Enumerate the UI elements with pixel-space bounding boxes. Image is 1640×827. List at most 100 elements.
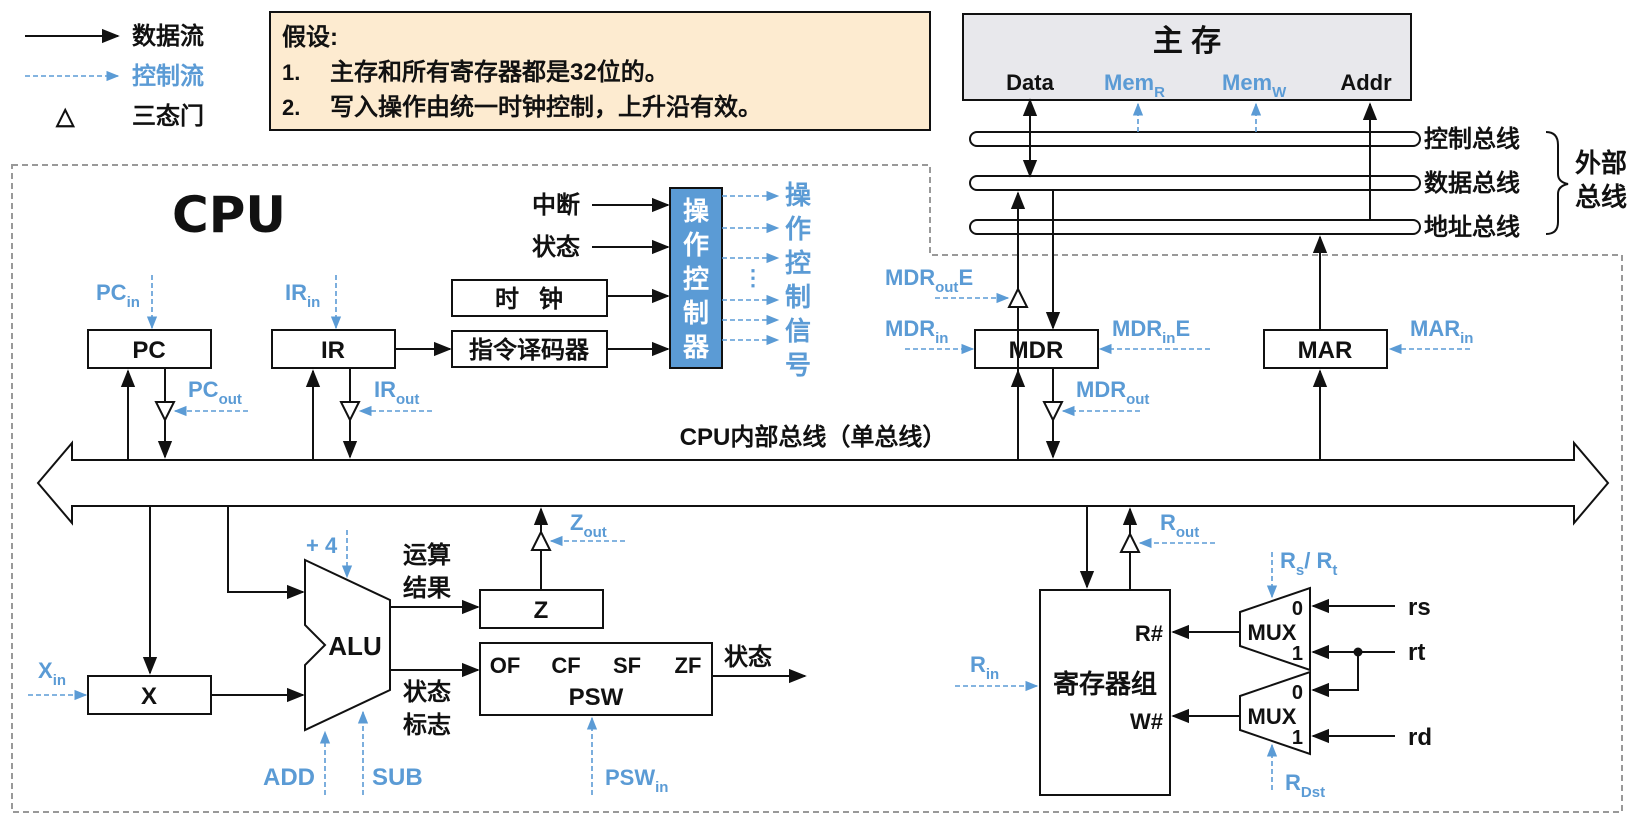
bus-to-alu [227, 506, 305, 600]
status-flag-label-2: 标志 [403, 712, 451, 739]
legend-control-flow: 控制流 [132, 62, 204, 90]
alu-group: X Xin ALU + 4 ADD SUB 运算 结果 状态 标志 [28, 506, 480, 795]
mdrine-signal: MDRinE [1112, 316, 1190, 347]
alu-label: ALU [328, 631, 381, 661]
mux-write-label: MUX [1248, 704, 1297, 729]
mar-label: MAR [1298, 337, 1353, 364]
register-file-group: 寄存器组 R# W# Rout Rin [955, 506, 1215, 796]
controller-char-1: 操 [683, 196, 710, 226]
ir-tristate [339, 401, 361, 423]
psw-label: PSW [569, 684, 624, 711]
irout-signal: IRout [374, 377, 419, 408]
alu-result-label-2: 结果 [403, 575, 451, 602]
rout-signal: Rout [1160, 510, 1199, 541]
z-register [479, 589, 604, 629]
signal-char-4: 制 [785, 282, 811, 312]
external-buses: 控制总线 数据总线 地址总线 外部 总线 [969, 125, 1627, 241]
mux-read-label: MUX [1248, 620, 1297, 645]
pc-label: PC [132, 337, 165, 364]
assumption-box: 假设: 1. 主存和所有寄存器都是32位的。 2. 写入操作由统一时钟控制，上升… [269, 11, 931, 131]
mar-register-group: MAR MARin [1263, 235, 1473, 460]
flag-zf: ZF [675, 653, 702, 678]
memory-data-port: Data [1006, 70, 1054, 95]
legend-tristate: 三态门 [132, 102, 204, 130]
pcin-signal: PCin [96, 280, 140, 311]
sub-signal: SUB [372, 764, 423, 791]
assumption-text-2: 写入操作由统一时钟控制，上升沿有效。 [330, 93, 762, 121]
cpu-title: CPU [172, 186, 286, 244]
zout-signal: Zout [570, 510, 607, 541]
wnum-label: W# [1130, 709, 1163, 734]
register-file [1039, 589, 1171, 796]
mux-write [1239, 670, 1311, 756]
rsrt-signal: Rs/ Rt [1280, 548, 1337, 579]
signal-char-1: 操 [785, 180, 812, 210]
control-unit: 中断 状态 时 钟 指令译码器 操 作 控 制 器 ⋮ 操 作 控 制 信 [451, 180, 812, 380]
address-bus-label: 地址总线 [1424, 213, 1520, 241]
mdr-register [974, 329, 1099, 369]
cpu-boundary [11, 164, 1623, 813]
flag-sf: SF [613, 653, 641, 678]
legend: 数据流 控制流 △ 三态门 [25, 23, 204, 130]
main-memory: 主 存 Data MemR MemW Addr [962, 13, 1412, 101]
alu-unit [304, 558, 391, 732]
register-file-label: 寄存器组 [1053, 669, 1157, 699]
status-in-label: 状态 [532, 233, 580, 261]
marin-signal: MARin [1410, 316, 1473, 347]
mdrin-signal: MDRin [885, 316, 948, 347]
pc-tristate [154, 401, 176, 423]
assumption-num-2: 2. [282, 95, 300, 120]
rd-label: rd [1408, 724, 1432, 751]
mux-write-0: 0 [1292, 682, 1303, 704]
rnum-label: R# [1135, 621, 1163, 646]
external-bus-label-1: 外部 [1575, 148, 1627, 178]
add-signal: ADD [263, 764, 315, 791]
status-out-label: 状态 [724, 643, 772, 671]
decoder-label: 指令译码器 [469, 336, 590, 364]
tristate-icon: △ [55, 103, 76, 130]
signal-char-3: 控 [785, 248, 811, 278]
z-register-group: Z Zout [479, 507, 625, 629]
rs-label: rs [1408, 594, 1431, 621]
assumption-title: 假设: [282, 24, 338, 51]
mar-register [1263, 329, 1388, 369]
signal-char-6: 号 [785, 350, 811, 380]
signal-char-2: 作 [785, 214, 811, 244]
alu-result-label-1: 运算 [403, 541, 451, 569]
mux-read-1: 1 [1292, 643, 1303, 665]
pc-register-group: PC PCin PCout [87, 275, 248, 460]
pc-register [87, 329, 212, 369]
data-bus-label: 数据总线 [1424, 169, 1520, 197]
mux-read [1239, 586, 1311, 672]
memory-memw-port: MemW [1222, 70, 1287, 101]
memory-memr-port: MemR [1104, 70, 1165, 101]
rin-signal: Rin [970, 652, 999, 683]
x-register [87, 675, 212, 715]
pcout-signal: PCout [188, 377, 242, 408]
mdrout-signal: MDRout [1076, 377, 1149, 408]
legend-data-flow: 数据流 [132, 23, 204, 50]
x-label: X [141, 683, 157, 710]
assumption-num-1: 1. [282, 60, 300, 85]
ir-label: IR [321, 337, 345, 364]
rt-label: rt [1408, 639, 1425, 666]
rout-tristate [1119, 531, 1141, 553]
cpu-internal-bus [36, 440, 1610, 526]
ir-register [271, 329, 396, 369]
data-bus [969, 175, 1421, 191]
mdr-label: MDR [1009, 337, 1064, 364]
mdrout-tristate [1042, 401, 1064, 423]
decoder-box [451, 330, 608, 368]
mux-write-1: 1 [1292, 727, 1303, 749]
mdroute-tristate [1007, 286, 1029, 308]
pswin-signal: PSWin [605, 765, 668, 796]
signal-dots: ⋮ [742, 265, 764, 290]
z-tristate [530, 529, 552, 551]
psw-register-group: OF CF SF ZF PSW 状态 PSWin [479, 642, 807, 796]
controller-char-5: 器 [682, 332, 710, 362]
interrupt-label: 中断 [532, 191, 580, 219]
clock-label: 时 钟 [495, 286, 563, 313]
internal-bus-label: CPU内部总线（单总线） [680, 423, 947, 451]
irin-signal: IRin [285, 280, 320, 311]
